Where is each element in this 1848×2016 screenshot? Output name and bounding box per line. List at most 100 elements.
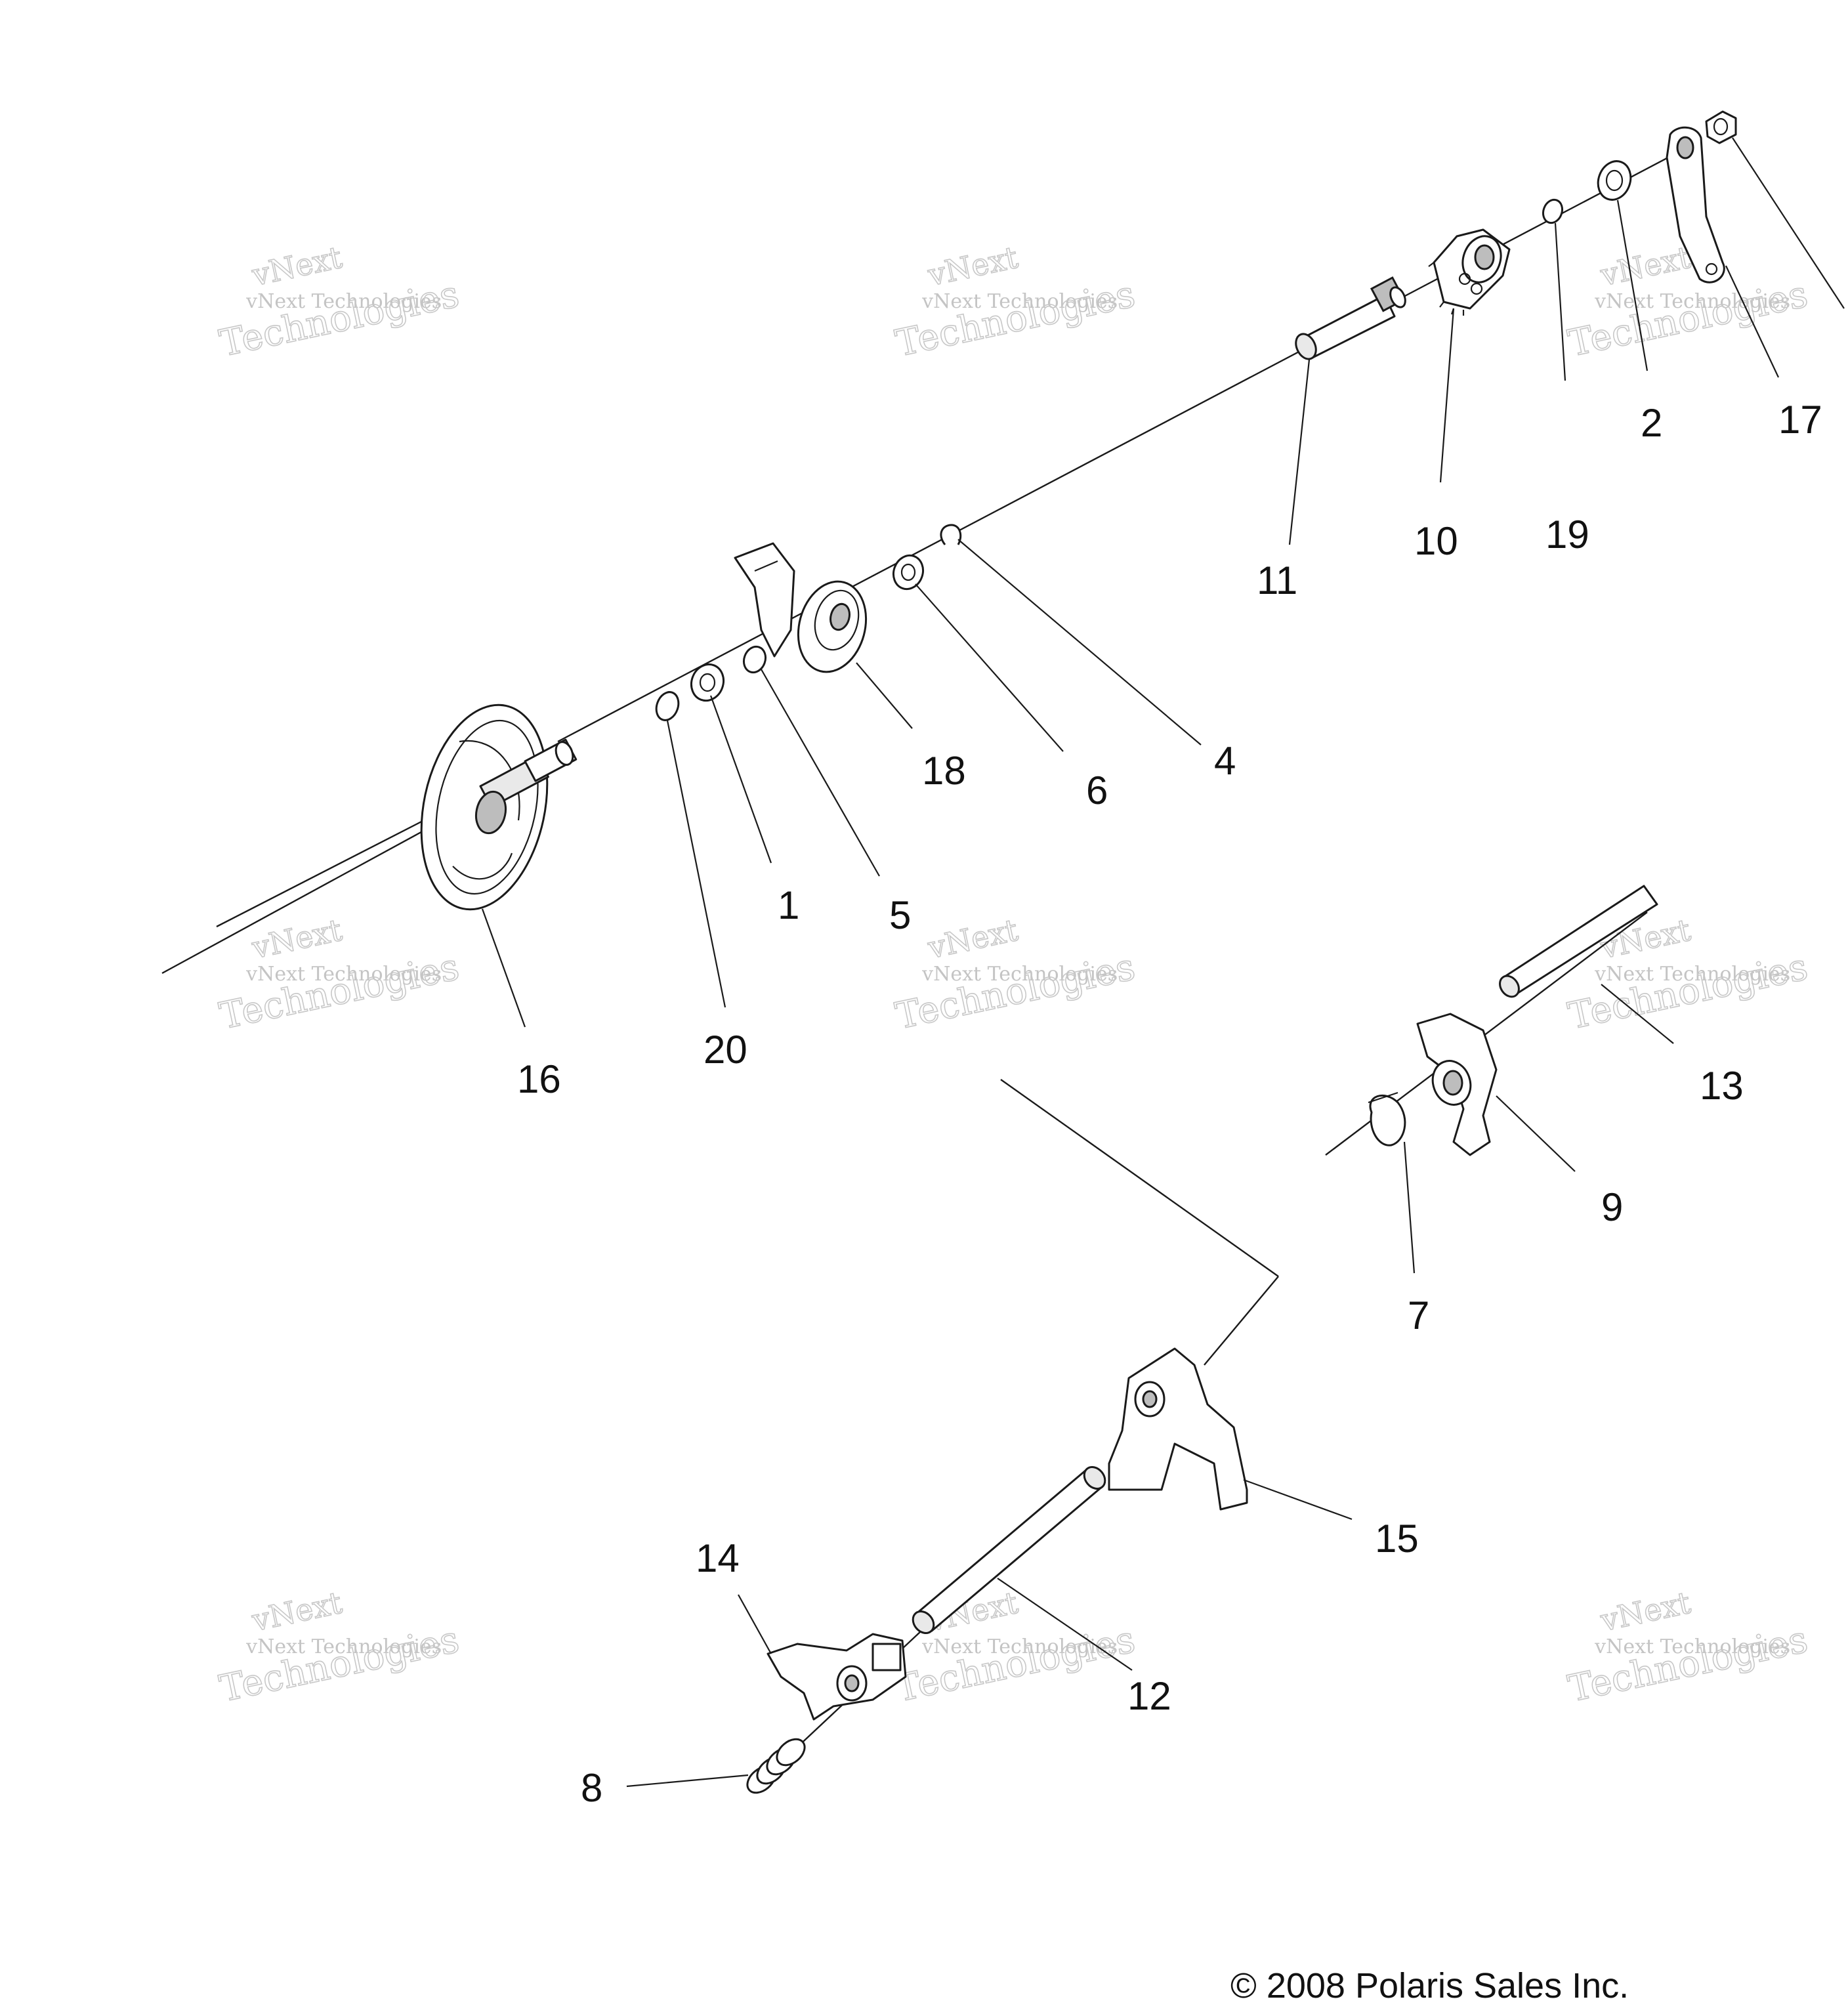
main-shaft-axis-upper	[216, 818, 427, 928]
watermark-name: Technologies	[1564, 946, 1811, 1038]
shift-arm-17	[1666, 126, 1725, 284]
leader-10	[1439, 308, 1455, 483]
callout-13: 13	[1700, 1064, 1744, 1108]
clip-4	[940, 524, 962, 545]
watermark-name: Technologies	[1564, 1618, 1811, 1711]
rod-axis-lower	[1204, 1276, 1279, 1366]
leader-4	[957, 539, 1202, 746]
washer-1	[690, 663, 725, 702]
leader-20	[666, 720, 726, 1008]
watermark-mid-left: vNext vNext Technologies Technologies	[215, 912, 463, 1039]
shift-rod-12	[912, 1466, 1106, 1634]
watermark-top-left: vNext vNext Technologies Technologies	[215, 239, 463, 366]
rod-axis-upper	[1000, 1079, 1279, 1277]
watermark-brand: vNext	[925, 912, 1022, 966]
leader-16	[481, 908, 526, 1028]
spring-8	[746, 1738, 806, 1794]
callout-6: 6	[1086, 768, 1108, 812]
watermark-brand: vNext	[249, 1585, 346, 1639]
clip-7	[1368, 1091, 1406, 1146]
leader-7	[1403, 1141, 1416, 1274]
watermark-name: Technologies	[216, 946, 463, 1038]
leader-14	[738, 1594, 772, 1654]
callout-20: 20	[704, 1028, 747, 1072]
watermark-company: vNext Technologies	[1594, 963, 1790, 986]
leader-8	[626, 1774, 749, 1788]
callout-10: 10	[1414, 519, 1458, 563]
watermark-top-center: vNext vNext Technologies Technologies	[891, 239, 1139, 366]
washer-2	[1597, 160, 1632, 201]
watermark-brand: vNext	[1597, 1585, 1694, 1639]
watermark-name: Technologies	[216, 273, 463, 366]
callout-15: 15	[1375, 1517, 1419, 1561]
shift-rod-13	[1499, 885, 1658, 998]
leader-12	[997, 1578, 1133, 1671]
callout-8: 8	[581, 1766, 602, 1810]
flange-nut	[1705, 110, 1737, 144]
watermark-company: vNext Technologies	[1594, 290, 1790, 313]
shift-fork-14	[766, 1633, 907, 1721]
watermark-name: Technologies	[1564, 273, 1811, 366]
callout-5: 5	[889, 893, 911, 937]
washer-6	[892, 554, 925, 591]
watermark-company: vNext Technologies	[921, 290, 1118, 313]
leader-9	[1496, 1095, 1576, 1172]
watermark-company: vNext Technologies	[245, 1635, 442, 1658]
copyright-notice: © 2008 Polaris Sales Inc.	[1230, 1965, 1629, 2006]
callout-16: 16	[517, 1057, 561, 1101]
ring-5	[742, 645, 767, 674]
callout-4: 4	[1214, 739, 1236, 783]
callout-12: 12	[1127, 1674, 1171, 1718]
watermark-brand: vNext	[925, 240, 1022, 293]
shift-fork-15	[1108, 1347, 1248, 1511]
copyright-symbol: ©	[1230, 1966, 1257, 2006]
leader-6	[915, 583, 1064, 752]
leader-18	[856, 662, 913, 729]
watermark-name: Technologies	[892, 273, 1139, 366]
callout-19: 19	[1545, 513, 1589, 556]
callout-11: 11	[1257, 558, 1297, 602]
watermark-brand: vNext	[249, 240, 346, 293]
callout-18: 18	[922, 749, 966, 793]
watermark-name: Technologies	[892, 946, 1139, 1038]
leader-17	[1725, 265, 1779, 378]
gear-10	[1428, 228, 1511, 316]
leader-19	[1554, 222, 1566, 381]
watermark-brand: vNext	[1597, 240, 1694, 293]
watermark-name: Technologies	[216, 1618, 463, 1711]
watermark-bottom-right: vNext vNext Technologies Technologies	[1564, 1584, 1812, 1712]
callout-14: 14	[696, 1536, 740, 1580]
callout-7: 7	[1408, 1293, 1429, 1337]
leader-15	[1243, 1479, 1353, 1521]
leader-2	[1616, 200, 1648, 371]
leader-5	[761, 669, 880, 877]
ring-20	[655, 691, 680, 721]
watermark-brand: vNext	[249, 912, 346, 966]
copyright-text: 2008 Polaris Sales Inc.	[1266, 1966, 1629, 2006]
watermark-mid-right: vNext vNext Technologies Technologies	[1564, 912, 1812, 1039]
leader-1	[709, 695, 772, 864]
watermark-company: vNext Technologies	[921, 963, 1118, 986]
callout-17: 17	[1778, 398, 1822, 442]
callout-1: 1	[778, 883, 799, 927]
shift-drum-plate	[420, 704, 578, 911]
watermark-company: vNext Technologies	[245, 963, 442, 986]
watermark-company: vNext Technologies	[1594, 1635, 1790, 1658]
watermark-company: vNext Technologies	[921, 1635, 1118, 1658]
leader-17b	[1732, 137, 1845, 309]
watermark-bottom-center: vNext vNext Technologies Technologies	[891, 1584, 1139, 1712]
detent-arm-18	[734, 542, 868, 673]
watermark-bottom-left: vNext vNext Technologies Technologies	[215, 1584, 463, 1712]
shift-fork-9	[1416, 1013, 1498, 1156]
main-shaft-axis	[557, 143, 1694, 743]
main-shaft-axis-lower	[161, 824, 434, 975]
watermark-company: vNext Technologies	[245, 290, 442, 313]
callout-2: 2	[1641, 401, 1662, 445]
watermark-mid-center: vNext vNext Technologies Technologies	[891, 912, 1139, 1039]
callout-9: 9	[1601, 1185, 1623, 1229]
leader-11	[1288, 359, 1311, 545]
shaft-sleeve-11	[1295, 276, 1406, 360]
leader-13	[1601, 984, 1674, 1044]
ring-19	[1542, 198, 1564, 224]
